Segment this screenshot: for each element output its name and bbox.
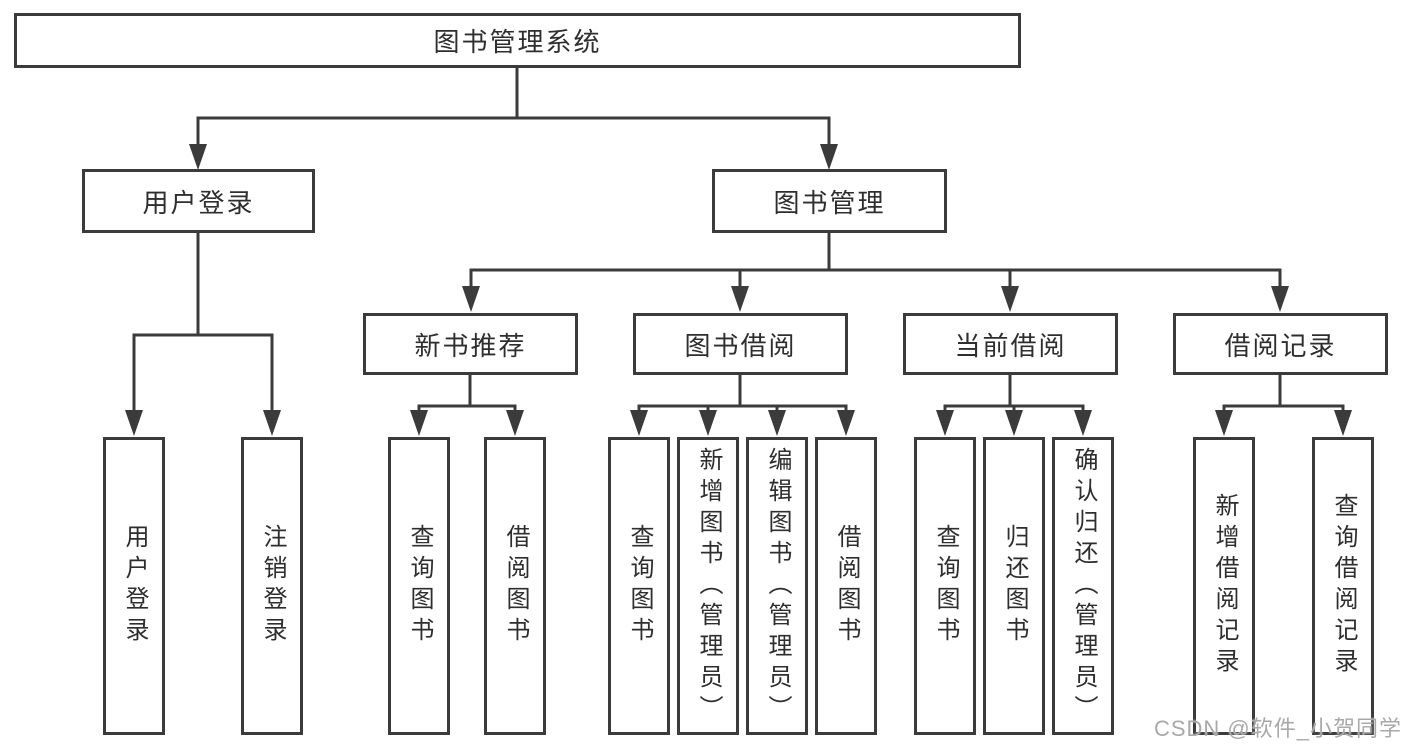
- connector-new-book-recommend-children: [410, 375, 524, 436]
- leaf-logout: 注销登录: [241, 437, 303, 735]
- arrow-down-icon: [1074, 410, 1092, 436]
- leaf-confirm-return-admin: 确认归还（管理员）: [1052, 437, 1114, 735]
- connector-current-borrowing-children: [936, 375, 1092, 436]
- arrow-down-icon: [936, 410, 954, 436]
- arrow-down-icon: [1001, 286, 1019, 312]
- leaf-borrow-books: 借阅图书: [815, 437, 877, 735]
- arrow-down-icon: [263, 410, 281, 436]
- connector-borrowing-records-children: [1215, 375, 1352, 436]
- arrow-down-icon: [1334, 410, 1352, 436]
- node-current-borrowing: 当前借阅: [903, 313, 1118, 375]
- arrow-down-icon: [731, 286, 749, 312]
- leaf-query-books: 查询图书: [608, 437, 670, 735]
- leaf-user-login: 用户登录: [103, 437, 165, 735]
- arrow-down-icon: [1271, 286, 1289, 312]
- node-new-book-recommend: 新书推荐: [363, 313, 578, 375]
- arrow-down-icon: [462, 286, 480, 312]
- leaf-add-books-admin: 新增图书（管理员）: [677, 437, 739, 735]
- node-borrowing-records: 借阅记录: [1173, 313, 1388, 375]
- arrow-down-icon: [1215, 410, 1233, 436]
- leaf-add-borrow-record: 新增借阅记录: [1193, 437, 1255, 735]
- leaf-borrow-books: 借阅图书: [484, 437, 546, 735]
- arrow-down-icon: [699, 410, 717, 436]
- leaf-query-books: 查询图书: [914, 437, 976, 735]
- arrow-down-icon: [125, 410, 143, 436]
- leaf-query-borrow-record: 查询借阅记录: [1312, 437, 1374, 735]
- node-book-management: 图书管理: [712, 169, 947, 233]
- node-user-login: 用户登录: [82, 169, 315, 233]
- leaf-return-books: 归还图书: [983, 437, 1045, 735]
- leaf-edit-books-admin: 编辑图书（管理员）: [746, 437, 808, 735]
- arrow-down-icon: [506, 410, 524, 436]
- arrow-down-icon: [1005, 410, 1023, 436]
- connector-book-borrowing-children: [630, 375, 855, 436]
- arrow-down-icon: [820, 144, 838, 170]
- connector-user-login-children: [125, 233, 281, 436]
- arrow-down-icon: [630, 410, 648, 436]
- leaf-query-books: 查询图书: [388, 437, 450, 735]
- node-book-borrowing: 图书借阅: [633, 313, 848, 375]
- connector-root-to-level2: [189, 68, 838, 170]
- connector-book-management-children: [462, 233, 1289, 312]
- watermark: CSDN @软件_小贺同学: [1153, 716, 1402, 741]
- arrow-down-icon: [837, 410, 855, 436]
- arrow-down-icon: [189, 144, 207, 170]
- arrow-down-icon: [410, 410, 428, 436]
- node-root: 图书管理系统: [14, 13, 1021, 68]
- arrow-down-icon: [768, 410, 786, 436]
